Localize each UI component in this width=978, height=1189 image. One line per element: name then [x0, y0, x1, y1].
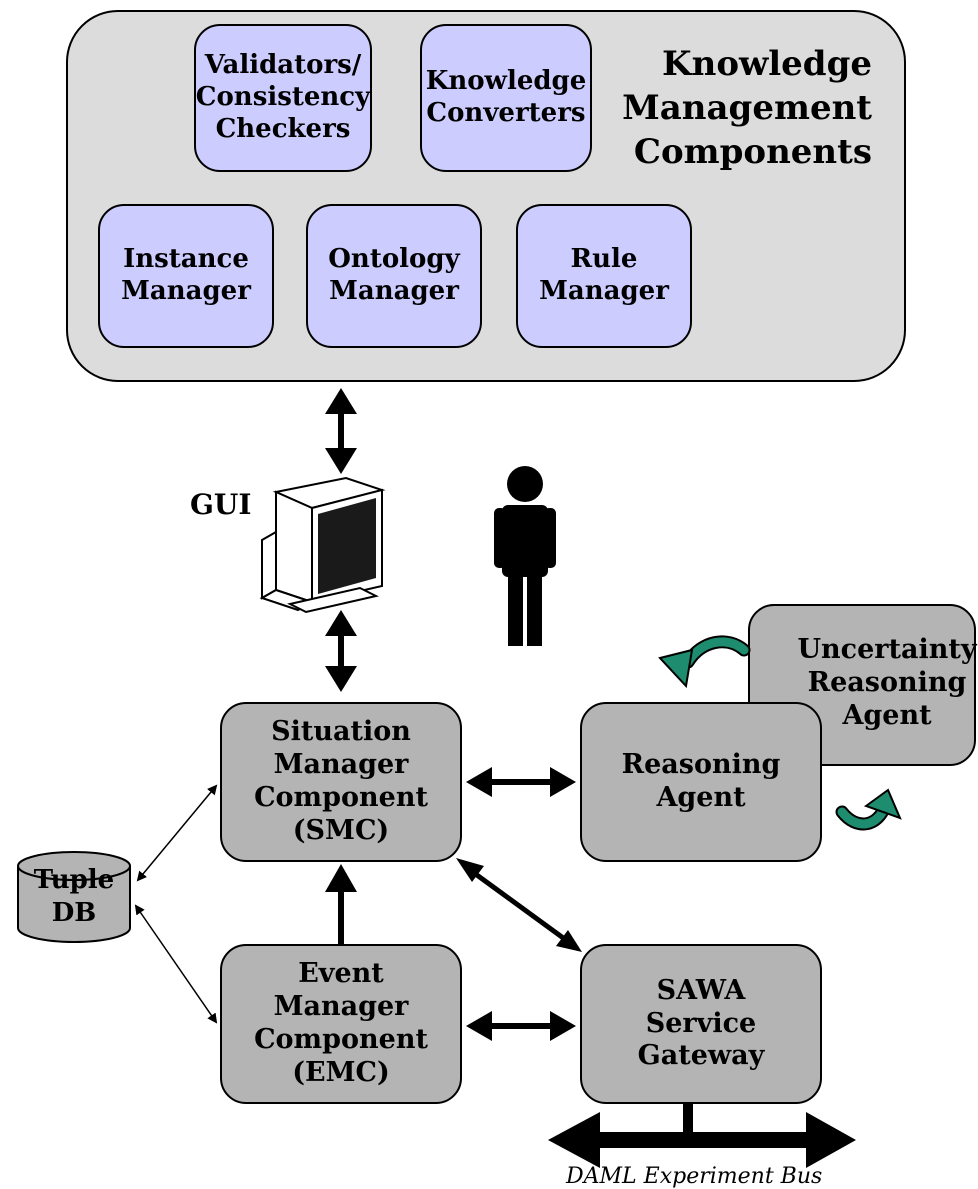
arrow-smc-reasoning: [466, 767, 576, 797]
arrow-emc-sawa: [466, 1011, 576, 1041]
situation-manager-box: Situation Manager Component (SMC): [220, 702, 462, 862]
rotate-arrow-icon: [835, 788, 902, 831]
tuple-db-label: Tuple DB: [33, 865, 115, 928]
arrow-smc-sawa: [456, 858, 582, 952]
arrow-emc-smc: [325, 864, 357, 944]
daml-bus-arrow: [548, 1104, 856, 1168]
ontology-manager-box: Ontology Manager: [306, 204, 482, 348]
validators-box: Validators/ Consistency Checkers: [194, 24, 372, 172]
event-manager-box: Event Manager Component (EMC): [220, 944, 462, 1104]
reasoning-agent-box: Reasoning Agent: [580, 702, 822, 862]
database-cylinder-icon: [17, 851, 131, 943]
arrow-db-smc: [136, 784, 218, 882]
rule-manager-box: Rule Manager: [516, 204, 692, 348]
km-group-title: Knowledge Management Components: [622, 44, 872, 173]
arrow-db-emc: [134, 904, 218, 1024]
gui-label: GUI: [190, 488, 252, 521]
person-icon: [494, 466, 556, 646]
instance-manager-box: Instance Manager: [98, 204, 274, 348]
arrow-km-gui: [325, 388, 357, 474]
sawa-service-gateway-box: SAWA Service Gateway: [580, 944, 822, 1104]
arrow-gui-smc: [325, 610, 357, 692]
computer-monitor-icon: [259, 476, 386, 614]
rotate-arrow-icon: [658, 635, 751, 689]
knowledge-converters-box: Knowledge Converters: [420, 24, 592, 172]
daml-bus-label: DAML Experiment Bus: [566, 1164, 823, 1189]
